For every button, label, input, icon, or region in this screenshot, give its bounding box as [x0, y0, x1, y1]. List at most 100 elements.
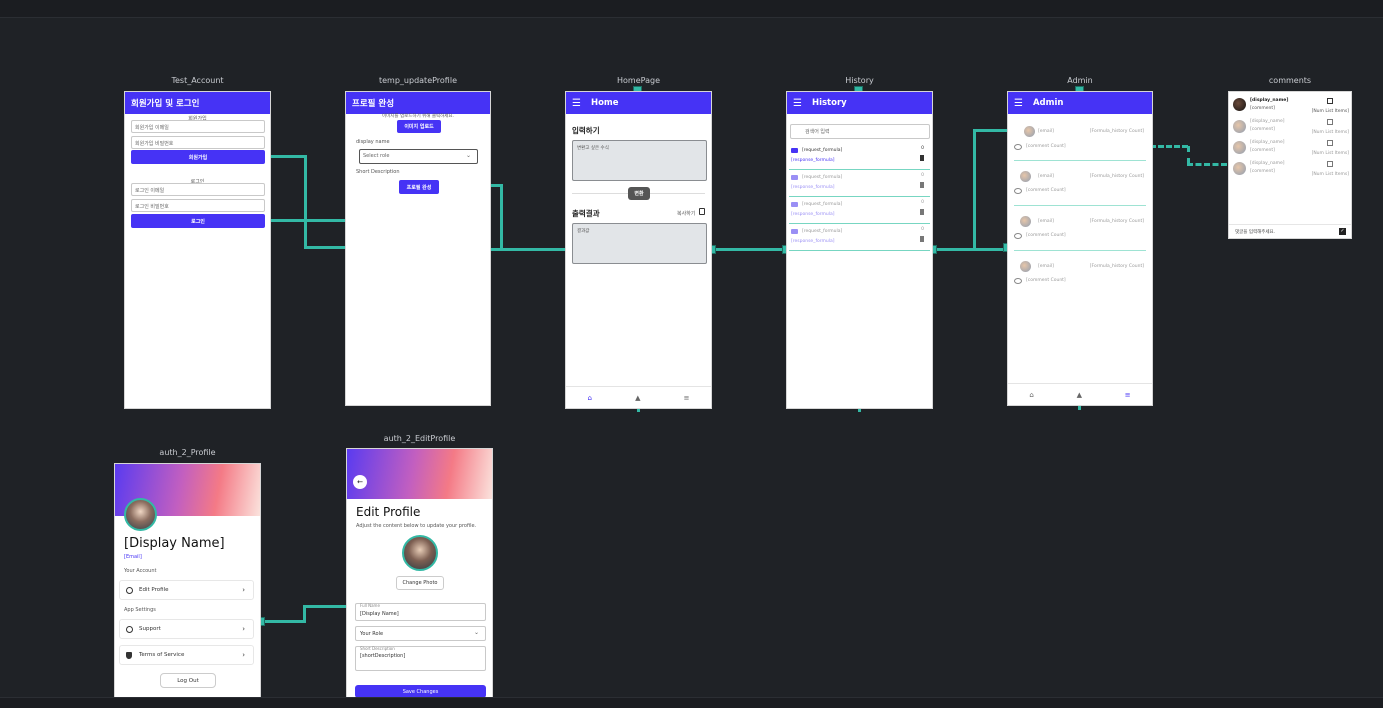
signup-email-input[interactable]: 회원가입 이메일	[131, 120, 265, 133]
bottom-nav: ⌂ ▲ ≡	[1008, 383, 1152, 405]
copy-label[interactable]: 복사하기	[677, 211, 696, 217]
terms-menu-item[interactable]: Terms of Service ›	[119, 645, 254, 665]
menu-icon[interactable]: ☰	[793, 97, 802, 109]
checkbox[interactable]	[1327, 98, 1333, 104]
chevron-right-icon: ›	[242, 586, 245, 594]
your-account-label: Your Account	[124, 568, 157, 574]
comment-input[interactable]: 댓글을 입력해주세요. ✓	[1229, 224, 1351, 238]
frame-name: Test_Account	[171, 76, 224, 85]
input-section-title: 입력하기	[572, 126, 600, 135]
comment-count: [comment Count]	[1026, 188, 1066, 193]
signup-label: 회원가입	[188, 116, 207, 122]
checkbox[interactable]	[1327, 119, 1333, 125]
checkbox[interactable]	[1327, 161, 1333, 167]
logout-button[interactable]: Log Out	[160, 673, 216, 688]
menu-icon[interactable]: ☰	[1014, 97, 1023, 109]
home-page-frame: ☰Home 입력하기 변환고 싶은 수식 변환 출력결과 복사하기 결과값 ⌂ …	[565, 91, 712, 409]
signup-password-input[interactable]: 회원가입 비밀번호	[131, 136, 265, 149]
trash-icon[interactable]	[920, 155, 924, 161]
menu-icon[interactable]: ☰	[572, 97, 581, 109]
admin-row[interactable]: [email] [Formula_history Count] [comment…	[1014, 160, 1146, 200]
nav-center-icon[interactable]: ▲	[1076, 390, 1082, 399]
avatar	[1024, 126, 1035, 137]
num-list-items: [Num List Items]	[1311, 109, 1349, 114]
admin-frame: ☰Admin [email] [Formula_history Count] […	[1007, 91, 1153, 406]
comment-count: [comment Count]	[1026, 144, 1066, 149]
comment-row[interactable]: [display_name] [comment] [Num List Items…	[1229, 117, 1351, 137]
role-select[interactable]: Select role ⌄	[359, 149, 478, 164]
response-formula: [response_formula]	[791, 212, 835, 217]
canvas-bottom-bar	[0, 697, 1383, 708]
trash-icon[interactable]	[920, 182, 924, 188]
display-name: [display_name]	[1250, 161, 1285, 166]
copy-icon[interactable]	[699, 208, 705, 215]
avatar	[1020, 171, 1031, 182]
app-bar: 회원가입 및 로그인	[125, 92, 270, 114]
login-password-input[interactable]: 로그인 비밀번호	[131, 199, 265, 212]
signup-button[interactable]: 회원가입	[131, 150, 265, 164]
comment-icon	[1014, 144, 1022, 150]
history-row[interactable]: [request_formula] [response_formula] 0	[789, 171, 930, 197]
help-circle-icon	[126, 625, 133, 633]
change-photo-button[interactable]: Change Photo	[396, 576, 444, 590]
admin-row[interactable]: [email] [Formula_history Count] [comment…	[1014, 122, 1146, 162]
count: 0	[921, 200, 924, 205]
nav-center-icon[interactable]: ▲	[635, 393, 641, 402]
history-row[interactable]: [request_formula] [response_formula] 0	[789, 198, 930, 224]
short-desc-value: [shortDescription]	[360, 653, 406, 659]
login-button[interactable]: 로그인	[131, 214, 265, 228]
app-bar-title: History	[811, 98, 847, 108]
admin-row[interactable]: [email] [Formula_history Count] [comment…	[1014, 205, 1146, 245]
num-list-items: [Num List Items]	[1311, 172, 1349, 177]
avatar	[1020, 216, 1031, 227]
user-email: [email]	[1038, 264, 1054, 269]
back-arrow-icon[interactable]: ←	[353, 475, 367, 489]
count: 0	[921, 227, 924, 232]
home-icon[interactable]: ⌂	[587, 393, 592, 402]
support-menu-item[interactable]: Support ›	[119, 619, 254, 639]
support-label: Support	[139, 626, 161, 632]
comment-icon	[1014, 233, 1022, 239]
short-description-input[interactable]: Short Description [shortDescription]	[355, 646, 486, 671]
home-icon[interactable]: ⌂	[1029, 390, 1034, 399]
role-dropdown[interactable]: Your Role ⌄	[355, 626, 486, 641]
temp-update-profile-frame: 프로필 완성 이미지를 업로드하기 위해 클릭하세요. 이미지 업로드 disp…	[345, 91, 491, 406]
convert-button[interactable]: 변환	[628, 187, 650, 200]
full-name-label: Full Name	[360, 603, 380, 608]
upload-image-button[interactable]: 이미지 업로드	[397, 120, 441, 133]
list-icon[interactable]: ≡	[1124, 390, 1131, 399]
comment-row[interactable]: [display_name] [comment] [Num List Items…	[1229, 159, 1351, 179]
comment-count: [comment Count]	[1026, 278, 1066, 283]
checkbox[interactable]	[1327, 140, 1333, 146]
request-formula: [request_formula]	[802, 202, 843, 207]
trash-icon[interactable]	[920, 236, 924, 242]
upload-hint: 이미지를 업로드하기 위해 클릭하세요.	[382, 114, 454, 119]
formula-count: [Formula_history Count]	[1089, 129, 1144, 134]
search-input[interactable]: 검색어 입력	[790, 124, 930, 139]
list-icon[interactable]: ≡	[683, 393, 690, 402]
user-email: [email]	[1038, 174, 1054, 179]
canvas-top-bar	[0, 0, 1383, 18]
comment-row[interactable]: [display_name] [comment] [Num List Items…	[1229, 96, 1351, 116]
chevron-right-icon: ›	[242, 625, 245, 633]
login-email-input[interactable]: 로그인 이메일	[131, 183, 265, 196]
num-list-items: [Num List Items]	[1311, 151, 1349, 156]
complete-profile-button[interactable]: 프로필 완성	[399, 180, 439, 194]
full-name-input[interactable]: Full Name [Display Name]	[355, 603, 486, 621]
admin-row[interactable]: [email] [Formula_history Count] [comment…	[1014, 250, 1146, 290]
formula-input[interactable]: 변환고 싶은 수식	[572, 140, 707, 181]
avatar	[1233, 141, 1246, 154]
comment-text: [comment]	[1250, 169, 1275, 174]
save-changes-button[interactable]: Save Changes	[355, 685, 486, 697]
trash-icon[interactable]	[920, 209, 924, 215]
send-checkbox-icon[interactable]: ✓	[1339, 228, 1346, 235]
avatar	[1020, 261, 1031, 272]
chevron-down-icon: ⌄	[473, 629, 479, 636]
search-placeholder: 검색어 입력	[805, 129, 830, 135]
edit-avatar[interactable]	[402, 535, 438, 571]
edit-profile-menu-item[interactable]: Edit Profile ›	[119, 580, 254, 600]
history-row[interactable]: [request_formula] [response_formula] 0	[789, 225, 930, 251]
comment-row[interactable]: [display_name] [comment] [Num List Items…	[1229, 138, 1351, 158]
history-row[interactable]: [request_formula] [response_formula] 0	[789, 144, 930, 170]
short-desc-label: Short Description	[360, 646, 395, 651]
